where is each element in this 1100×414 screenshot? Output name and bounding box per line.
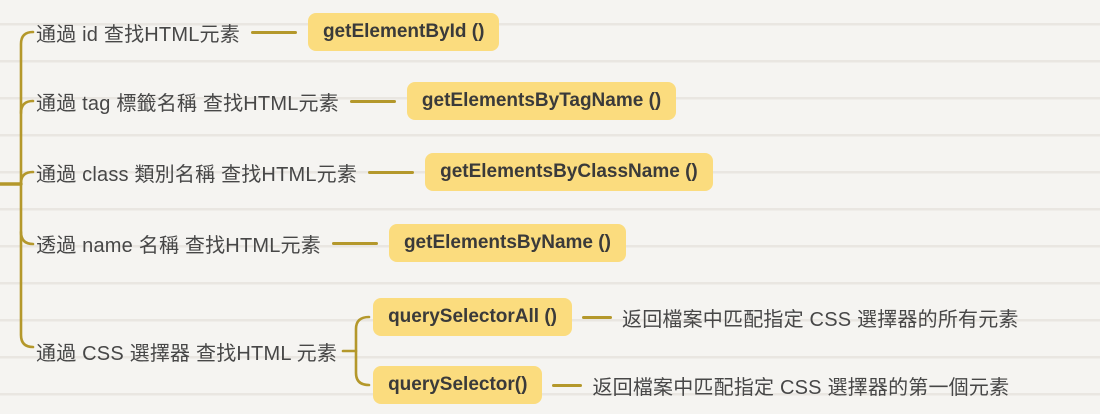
description-label-queryselectorall[interactable]: 返回檔案中匹配指定 CSS 選擇器的所有元素 (622, 308, 1019, 331)
connector-line (349, 99, 396, 103)
description-label-queryselector[interactable]: 返回檔案中匹配指定 CSS 選擇器的第一個元素 (592, 376, 1010, 399)
branch-row-class: 通過 class 類別名稱 查找HTML元素 getElementsByClas… (36, 152, 713, 192)
connector-line (331, 241, 378, 245)
branch-label-class[interactable]: 通過 class 類別名稱 查找HTML元素 (36, 163, 358, 186)
method-node-queryselector[interactable]: querySelector() (373, 366, 543, 404)
branch-label-css[interactable]: 通過 CSS 選擇器 查找HTML 元素 (36, 342, 338, 365)
branch-row-name: 透過 name 名稱 查找HTML元素 getElementsByName () (36, 223, 626, 263)
main-spine (19, 30, 35, 349)
method-node-getelementsbyclassname[interactable]: getElementsByClassName () (425, 153, 713, 191)
branch-row-tag: 通過 tag 標籤名稱 查找HTML元素 getElementsByTagNam… (36, 81, 677, 121)
connector-line (368, 170, 415, 174)
method-node-getelementbyid[interactable]: getElementById () (307, 13, 500, 51)
connector-line (552, 383, 583, 387)
branch-hook-tag (19, 99, 35, 115)
branch-hook-name (19, 230, 35, 246)
branch-label-name[interactable]: 透過 name 名稱 查找HTML元素 (36, 234, 321, 257)
child-row-queryselector: querySelector() 返回檔案中匹配指定 CSS 選擇器的第一個元素 (373, 366, 1019, 404)
root-bracket-connector (0, 30, 35, 349)
sub-spine (354, 315, 371, 387)
child-row-queryselectorall: querySelectorAll () 返回檔案中匹配指定 CSS 選擇器的所有… (373, 298, 1019, 336)
method-node-getelementsbyname[interactable]: getElementsByName () (388, 224, 626, 262)
method-node-queryselectorall[interactable]: querySelectorAll () (373, 298, 572, 336)
branch-row-id: 通過 id 查找HTML元素 getElementById () (36, 12, 500, 52)
branch-hook-class (19, 170, 35, 185)
method-node-getelementsbytagname[interactable]: getElementsByTagName () (406, 82, 677, 120)
branch-row-css: 通過 CSS 選擇器 查找HTML 元素 querySelectorAll ()… (36, 298, 1019, 404)
connector-line (582, 315, 612, 319)
css-children-column: querySelectorAll () 返回檔案中匹配指定 CSS 選擇器的所有… (373, 298, 1019, 404)
connector-line (250, 30, 297, 34)
branch-label-tag[interactable]: 通過 tag 標籤名稱 查找HTML元素 (36, 92, 339, 115)
branch-label-id[interactable]: 通過 id 查找HTML元素 (36, 23, 240, 46)
css-sub-bracket-connector (341, 315, 371, 387)
